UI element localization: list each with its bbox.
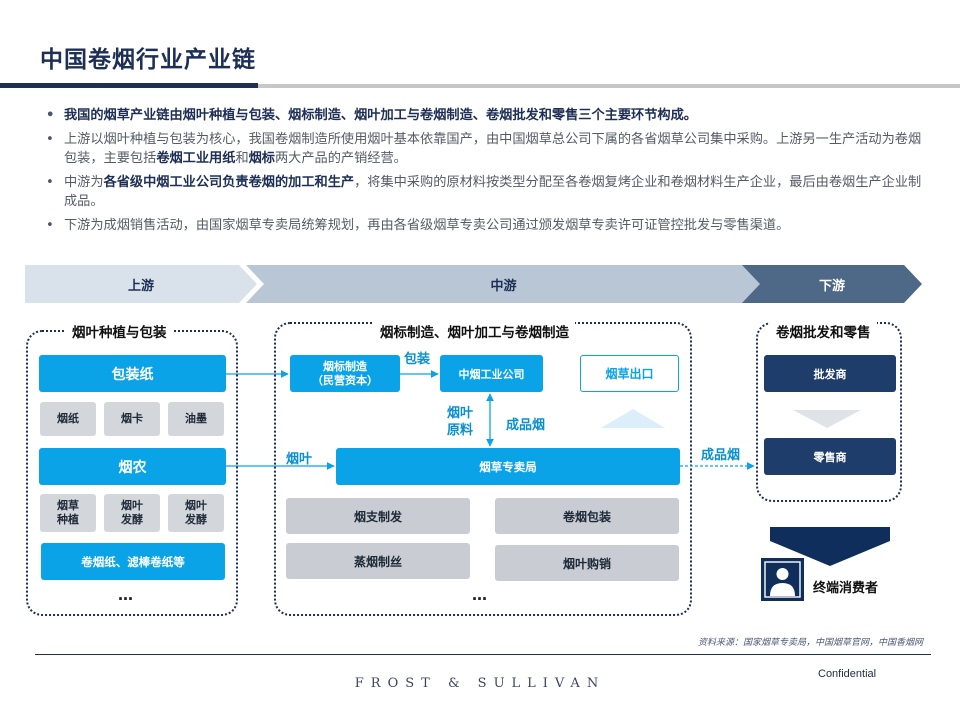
bullet-3-strong: 各省级中烟工业公司负责卷烟的加工和生产 [103, 175, 355, 190]
upstream-item-3: 油墨 [168, 402, 224, 436]
bullet-3-text-b: ，将集中采购的原材料按类型分配至各卷烟复烤企业和卷烟材料生产企业，最后由卷烟生产… [64, 175, 922, 209]
footer-divider [35, 654, 931, 655]
packaging-paper-box: 包装纸 [39, 355, 226, 392]
wholesale-to-retail-triangle [793, 410, 861, 428]
stage-downstream: 下游 [742, 265, 922, 303]
bullet-4: 下游为成烟销售活动，由国家烟草专卖局统筹规划，再由各省级烟草专卖公司通过颁发烟草… [44, 216, 924, 235]
midstream-item-3: 蒸烟制丝 [286, 543, 470, 579]
consumer-label: 终端消费者 [813, 581, 879, 596]
upstream-item-1: 烟纸 [40, 402, 96, 436]
flow-label-finished-out: 成品烟 [701, 448, 741, 463]
bullet-2-strong-a: 卷烟工业用纸 [156, 151, 236, 166]
label-maker-box: 烟标制造 （民营资本） [290, 355, 400, 392]
flow-label-raw-material: 烟叶 原料 [447, 406, 474, 438]
flow-label-packaging: 包装 [404, 352, 431, 367]
person-icon [761, 558, 804, 601]
brand-logo-text: FROST & SULLIVAN [354, 676, 606, 691]
industrial-company-box: 中烟工业公司 [440, 355, 543, 392]
export-box: 烟草出口 [580, 355, 679, 392]
upstream-ellipsis: … [118, 586, 133, 604]
retailer-box: 零售商 [764, 438, 896, 475]
source-note: 资料来源：国家烟草专卖局，中国烟草官网，中国香烟网 [697, 638, 923, 648]
bullet-2-text-b: 和 [235, 151, 249, 166]
title-underline-dark [0, 83, 258, 88]
stage-upstream: 上游 [25, 265, 257, 303]
bullet-2-strong-b: 烟标 [248, 151, 275, 166]
bullet-2-text-c: 两大产品的产销经营。 [275, 151, 407, 166]
upstream-item-4: 烟草 种植 [40, 494, 96, 532]
page-title: 中国卷烟行业产业链 [40, 47, 256, 73]
upstream-panel-title: 烟叶种植与包装 [66, 321, 173, 341]
flow-label-tobacco-leaf: 烟叶 [286, 452, 313, 467]
upstream-item-5: 烟叶 发酵 [104, 494, 160, 532]
wholesaler-box: 批发商 [764, 355, 896, 392]
consumer-down-arrow [770, 527, 890, 566]
downstream-panel-title: 卷烟批发和零售 [770, 321, 877, 341]
upstream-item-6: 烟叶 发酵 [168, 494, 224, 532]
midstream-item-4: 烟叶购销 [495, 545, 679, 581]
title-underline-light [258, 84, 960, 88]
upstream-item-2: 烟卡 [104, 402, 160, 436]
monopoly-bureau-box: 烟草专卖局 [336, 448, 680, 485]
midstream-ellipsis: … [472, 586, 487, 604]
midstream-item-2: 卷烟包装 [495, 498, 679, 534]
stage-midstream: 中游 [246, 265, 761, 303]
confidential-label: Confidential [818, 668, 877, 680]
midstream-item-1: 烟支制发 [286, 498, 470, 534]
bullet-3-text-a: 中游为 [64, 175, 104, 190]
bullet-list: 我国的烟草产业链由烟叶种植与包装、烟标制造、烟叶加工与卷烟制造、卷烟批发和零售三… [44, 106, 924, 240]
tobacco-farmer-box: 烟农 [39, 448, 226, 485]
bullet-2-text-a: 上游以烟叶种植与包装为核心，我国卷烟制造所使用烟叶基本依靠国产，由中国烟草总公司… [64, 132, 922, 166]
flow-label-finished-mid: 成品烟 [506, 418, 546, 433]
export-up-triangle [601, 409, 665, 428]
bullet-2: 上游以烟叶种植与包装为核心，我国卷烟制造所使用烟叶基本依靠国产，由中国烟草总公司… [44, 130, 924, 168]
midstream-panel-title: 烟标制造、烟叶加工与卷烟制造 [374, 321, 575, 341]
cigarette-paper-box: 卷烟纸、滤棒卷纸等 [41, 543, 225, 580]
bullet-3: 中游为各省级中烟工业公司负责卷烟的加工和生产，将集中采购的原材料按类型分配至各卷… [44, 173, 924, 211]
bullet-1: 我国的烟草产业链由烟叶种植与包装、烟标制造、烟叶加工与卷烟制造、卷烟批发和零售三… [44, 106, 924, 125]
